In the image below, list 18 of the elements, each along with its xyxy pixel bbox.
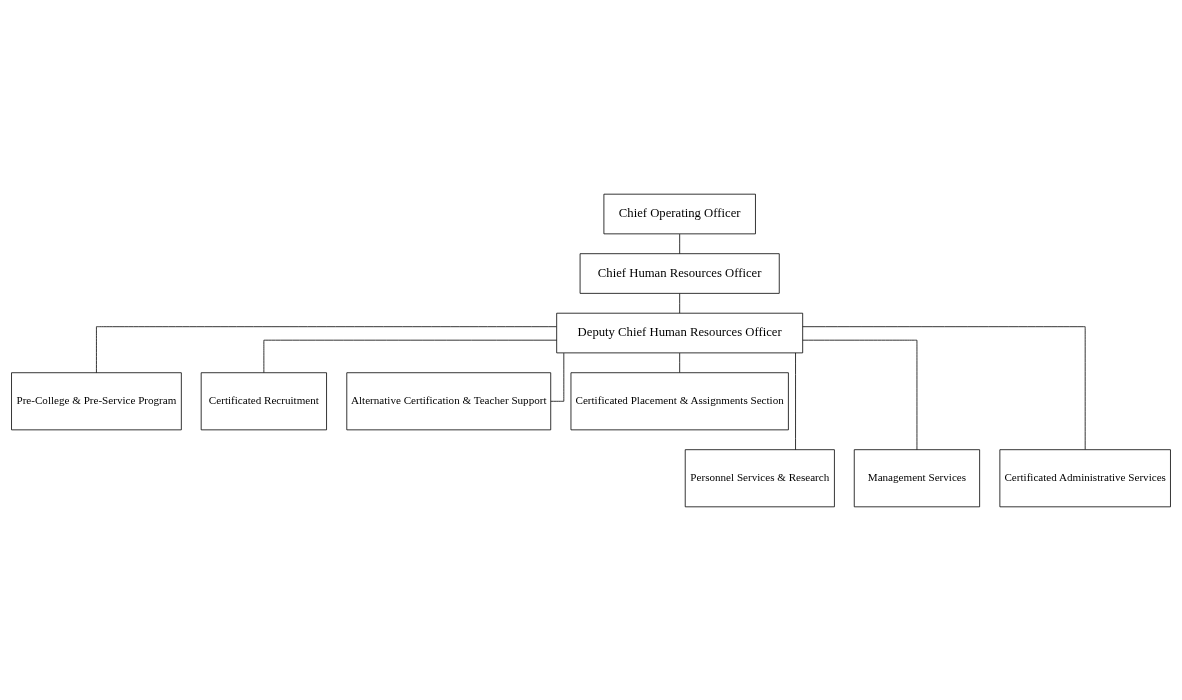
node-box: Certificated Administrative Services — [999, 448, 1171, 507]
connector — [802, 339, 918, 450]
connector — [679, 233, 681, 254]
node-box: Alternative Certification & Teacher Support — [346, 371, 552, 430]
connector — [263, 339, 557, 373]
node-box: Pre-College & Pre-Service Program — [11, 371, 182, 430]
connector — [96, 325, 557, 373]
node-box: Chief Operating Officer — [603, 193, 756, 234]
connector — [795, 352, 796, 450]
node-box: Personnel Services & Research — [684, 448, 835, 507]
node-box: Management Services — [853, 448, 981, 507]
node-box: Certificated Recruitment — [200, 371, 327, 430]
node-box: Chief Human Resources Officer — [579, 252, 780, 294]
node-box: Deputy Chief Human Resources Officer — [556, 312, 804, 353]
node-box: Certificated Placement & Assignments Section — [570, 371, 789, 430]
connector — [679, 352, 681, 373]
connector — [679, 292, 681, 313]
connector — [802, 325, 1086, 450]
